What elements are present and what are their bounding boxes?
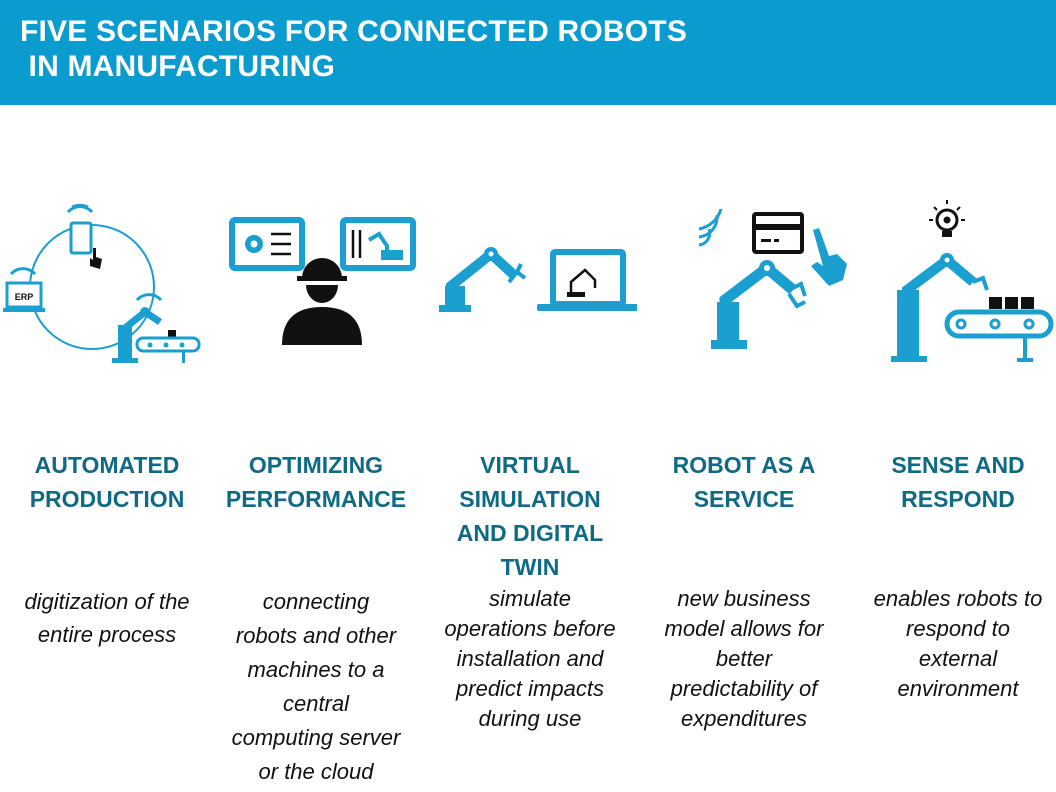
title-line: RESPOND: [901, 486, 1015, 512]
scenario-virtual-simulation: VIRTUAL SIMULATION AND DIGITAL TWIN simu…: [423, 190, 637, 731]
scenario-description: new business model allows for better pre…: [631, 584, 857, 734]
robot-lightbulb-conveyor-icon: [891, 200, 1054, 362]
desc-line: better: [715, 646, 773, 671]
desc-line: machines to a: [247, 657, 385, 682]
scenario-optimizing-performance: OPTIMIZING PERFORMANCE connecting robots…: [209, 190, 423, 784]
desc-line: entire process: [37, 622, 177, 647]
title-line: OPTIMIZING: [248, 452, 384, 478]
scenario-title: VIRTUAL SIMULATION AND DIGITAL TWIN: [423, 448, 637, 584]
desc-line: connecting: [262, 589, 370, 614]
title-line: ROBOT AS A: [672, 452, 816, 478]
desc-line: model allows for: [664, 616, 824, 641]
title-line: SENSE AND: [891, 452, 1025, 478]
title-line: FIVE SCENARIOS FOR CONNECTED ROBOTS: [20, 15, 688, 48]
worker-with-monitors-icon: [229, 217, 416, 345]
scenario-title: ROBOT AS A SERVICE: [637, 448, 851, 516]
desc-line: new business: [677, 586, 811, 611]
title-line: SIMULATION: [459, 486, 601, 512]
desc-line: environment: [897, 676, 1019, 701]
scenario-description: simulate operations before installation …: [417, 584, 643, 734]
desc-line: predict impacts: [456, 676, 604, 701]
desc-line: central: [282, 691, 350, 716]
scenario-automated-production: ERP AUTOMATED PRODUCTION digitization of…: [0, 190, 214, 647]
desc-line: robots and other: [235, 623, 397, 648]
title-line: IN MANUFACTURING: [20, 50, 336, 83]
erp-label: ERP: [15, 292, 34, 302]
desc-line: respond to: [906, 616, 1010, 641]
title-line: PRODUCTION: [29, 486, 185, 512]
desc-line: external: [918, 646, 998, 671]
desc-line: enables robots to: [873, 586, 1043, 611]
scenario-sense-and-respond: SENSE AND RESPOND enables robots to resp…: [851, 190, 1056, 701]
desc-line: during use: [478, 706, 582, 731]
robot-and-laptop-icon: [439, 247, 637, 312]
scenario-title: SENSE AND RESPOND: [851, 448, 1056, 516]
desc-line: computing server: [231, 725, 401, 750]
page-title: FIVE SCENARIOS FOR CONNECTED ROBOTS IN M…: [20, 14, 687, 84]
connected-devices-cycle-icon: ERP: [3, 204, 201, 363]
title-line: AUTOMATED: [34, 452, 180, 478]
scenario-description: connecting robots and other machines to …: [203, 585, 429, 789]
scenario-title: AUTOMATED PRODUCTION: [0, 448, 214, 516]
title-line: VIRTUAL: [480, 452, 580, 478]
scenario-description: enables robots to respond to external en…: [845, 584, 1056, 704]
title-line: SERVICE: [693, 486, 795, 512]
desc-line: installation and: [456, 646, 604, 671]
scenario-robot-as-a-service: ROBOT AS A SERVICE new business model al…: [637, 190, 851, 731]
desc-line: or the cloud: [258, 759, 374, 784]
scenario-title: OPTIMIZING PERFORMANCE: [209, 448, 423, 516]
title-line: PERFORMANCE: [225, 486, 407, 512]
scenario-description: digitization of the entire process: [0, 585, 220, 651]
desc-line: operations before: [444, 616, 616, 641]
robot-payment-card-icon: [698, 208, 847, 349]
desc-line: expenditures: [681, 706, 807, 731]
title-line: AND DIGITAL: [456, 520, 604, 546]
header-banner: FIVE SCENARIOS FOR CONNECTED ROBOTS IN M…: [0, 0, 1056, 105]
title-line: TWIN: [500, 554, 560, 580]
desc-line: simulate: [489, 586, 571, 611]
desc-line: digitization of the: [24, 589, 190, 614]
desc-line: predictability of: [670, 676, 818, 701]
